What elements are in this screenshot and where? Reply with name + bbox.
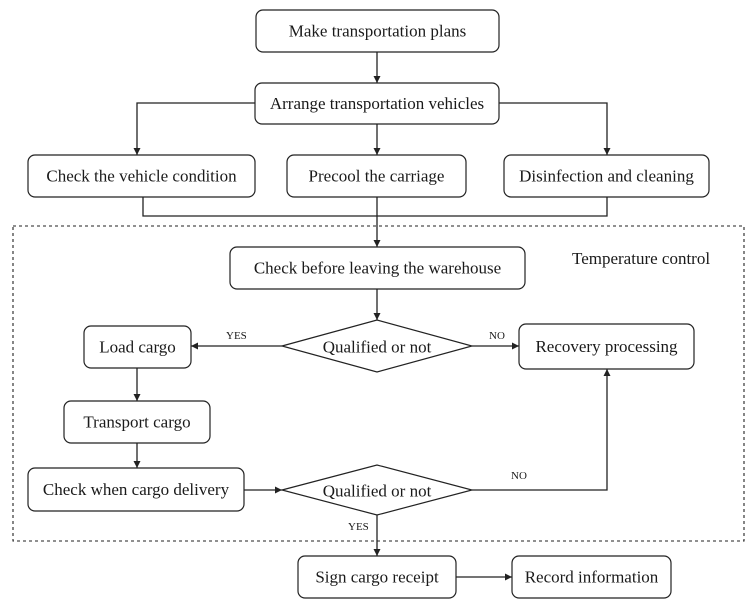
node-transport-cargo: Transport cargo <box>63 400 211 444</box>
node-record-info-label: Record information <box>525 568 659 587</box>
node-check-leaving: Check before leaving the warehouse <box>229 246 526 290</box>
edges <box>133 52 611 581</box>
edge-arrange-to-check-vehicle <box>133 102 255 155</box>
q1-no-label: NO <box>489 330 505 342</box>
node-precool-label: Precool the carriage <box>309 167 445 186</box>
node-sign-receipt: Sign cargo receipt <box>297 555 457 599</box>
node-check-delivery: Check when cargo delivery <box>27 467 245 512</box>
node-make-plans-label: Make transportation plans <box>289 22 467 41</box>
node-sign-receipt-label: Sign cargo receipt <box>315 568 439 587</box>
decision-qualified-2-label: Qualified or not <box>323 482 432 501</box>
decision-qualified-1-label: Qualified or not <box>323 338 432 357</box>
node-arrange-vehicles-label: Arrange transportation vehicles <box>270 94 484 113</box>
edge-merge-to-check-leaving <box>142 197 608 247</box>
temperature-control-region <box>12 225 745 542</box>
node-recovery-label: Recovery processing <box>535 337 678 356</box>
node-check-vehicle-label: Check the vehicle condition <box>46 167 237 186</box>
node-precool: Precool the carriage <box>286 154 467 198</box>
node-record-info: Record information <box>511 555 672 599</box>
edge-arrange-to-disinfection <box>499 102 611 155</box>
q1-yes-label: YES <box>226 330 247 342</box>
q2-yes-label: YES <box>348 521 369 533</box>
node-transport-cargo-label: Transport cargo <box>83 413 190 432</box>
edge-q2-no-to-recovery <box>472 369 611 491</box>
node-load-cargo-label: Load cargo <box>99 338 176 357</box>
node-check-leaving-label: Check before leaving the warehouse <box>254 259 501 278</box>
node-disinfection-label: Disinfection and cleaning <box>519 167 694 186</box>
node-recovery: Recovery processing <box>518 323 695 370</box>
node-disinfection: Disinfection and cleaning <box>503 154 710 198</box>
node-check-vehicle: Check the vehicle condition <box>27 154 256 198</box>
node-arrange-vehicles: Arrange transportation vehicles <box>254 82 500 125</box>
node-make-plans: Make transportation plans <box>255 9 500 53</box>
node-load-cargo: Load cargo <box>83 325 192 369</box>
temperature-control-label: Temperature control <box>572 249 710 268</box>
node-check-delivery-label: Check when cargo delivery <box>43 480 230 499</box>
decision-qualified-2: Qualified or not <box>279 464 475 516</box>
decision-qualified-1: Qualified or not <box>279 319 475 373</box>
q2-no-label: NO <box>511 470 527 482</box>
